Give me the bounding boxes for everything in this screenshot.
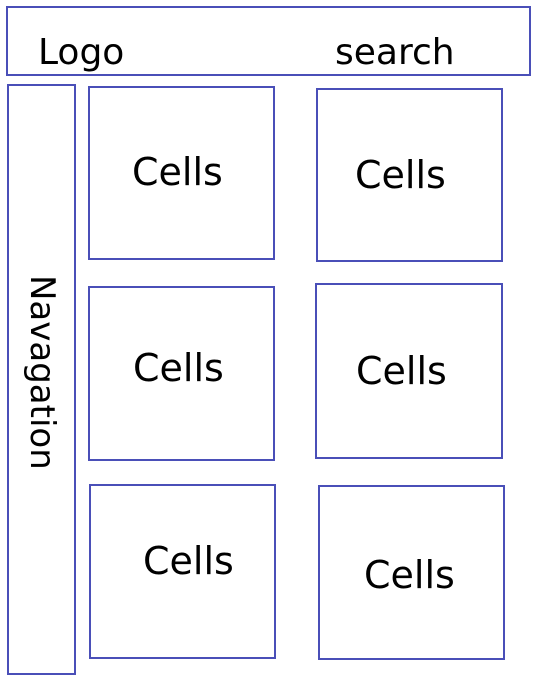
cell-box-5: Cells	[89, 484, 276, 659]
header-box: Logo search	[6, 6, 531, 76]
cell-label: Cells	[143, 539, 234, 583]
navigation-label: Navagation	[21, 274, 62, 470]
cell-box-1: Cells	[88, 86, 275, 260]
cell-label: Cells	[356, 349, 447, 393]
search-text: search	[335, 32, 455, 73]
cell-label: Cells	[133, 346, 224, 390]
navigation-box: Navagation	[7, 84, 76, 675]
cell-box-2: Cells	[316, 88, 503, 262]
cell-box-6: Cells	[318, 485, 505, 660]
cell-label: Cells	[132, 150, 223, 194]
cell-box-3: Cells	[88, 286, 275, 461]
logo-text: Logo	[38, 32, 125, 73]
cell-label: Cells	[355, 153, 446, 197]
cell-box-4: Cells	[315, 283, 503, 459]
cell-label: Cells	[364, 553, 455, 597]
